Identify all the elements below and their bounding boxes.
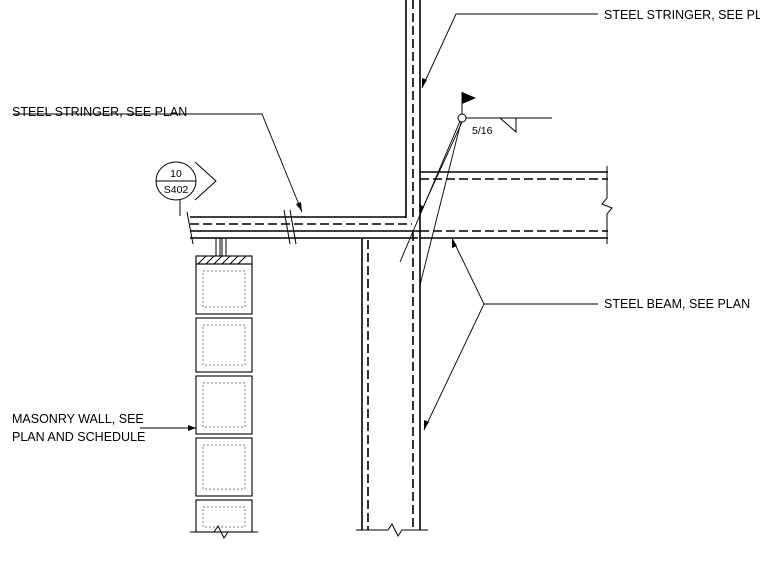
leader-masonry — [140, 425, 196, 431]
leader-stringer-left — [14, 113, 303, 213]
label-masonry-line1: MASONRY WALL, SEE — [12, 412, 144, 426]
leader-stringer-top — [421, 13, 598, 89]
label-stringer-top: STEEL STRINGER, SEE PLAN — [604, 8, 760, 22]
weld-size-text: 5/16 — [472, 125, 493, 137]
callout-number: 10 — [170, 168, 182, 180]
label-steel-beam: STEEL BEAM, SEE PLAN — [604, 297, 750, 311]
leader-beam — [423, 237, 598, 431]
label-stringer-left: STEEL STRINGER, SEE PLAN — [12, 105, 187, 119]
weld-symbol: 5/16 — [399, 92, 552, 286]
vertical-stringer — [405, 0, 421, 220]
bearing-plate — [195, 237, 253, 265]
masonry-wall — [190, 263, 258, 539]
horizontal-stringer — [186, 209, 420, 245]
steel-beam — [420, 166, 613, 244]
lower-column — [356, 220, 428, 537]
label-masonry-line2: PLAN AND SCHEDULE — [12, 430, 145, 444]
callout-sheet: S402 — [164, 184, 189, 196]
section-callout: 10 S402 — [155, 161, 217, 216]
